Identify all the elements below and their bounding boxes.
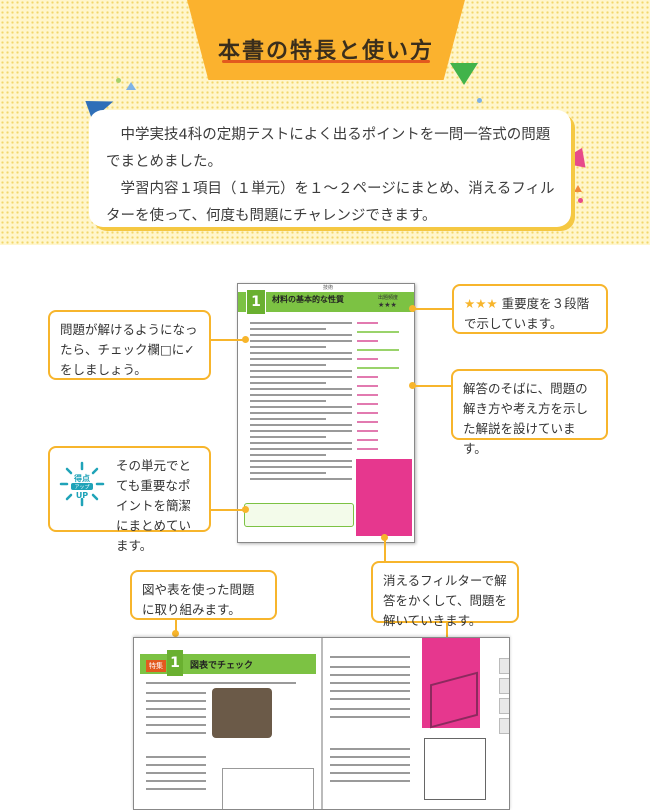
intro-card [89, 110, 571, 227]
callout-check: 問題が解けるようになったら、チェック欄□に✓をしましょう。 [48, 310, 211, 380]
decor-dot [477, 98, 482, 103]
callout-dot [381, 534, 388, 541]
intro-text: 中学実技4科の定期テストによく出るポイントを一問一答式の問題でまとめました。 学… [106, 122, 558, 230]
sample-page-header [238, 292, 414, 312]
badge-bottom: UP [76, 491, 88, 500]
callout-connector [446, 623, 448, 645]
callout-connector [413, 385, 451, 387]
title-underline [222, 60, 430, 63]
intro-line: 中学実技4科の定期テストによく出るポイントを一問一答式の問題でまとめました。 [106, 127, 551, 170]
sample-page-importance-label: 出題頻度 [378, 295, 399, 301]
callout-point-text: その単元でとても重要なポイントを簡潔にまとめています。 [116, 458, 192, 553]
decor-dot [116, 78, 121, 83]
callout-connector [175, 620, 177, 634]
title-ribbon [186, 0, 466, 80]
book-filter [422, 638, 480, 728]
callout-figure: 図や表を使った問題に取り組みます。 [130, 570, 277, 620]
book-figure-drawing [424, 738, 486, 800]
callout-importance: ★★★ 重要度を３段階で示しています。 [452, 284, 608, 334]
callout-connector [211, 339, 244, 341]
book-title: 図表でチェック [190, 661, 254, 671]
sample-page-number: 1 [246, 289, 266, 315]
badge-top: 得点 [73, 473, 90, 483]
sample-page: 1 材料の基本的な性質 技術 出題頻度 ★★★ [237, 283, 415, 543]
tokuten-up-icon: 得点 アップ UP [59, 461, 105, 507]
callout-connector [384, 537, 386, 561]
sample-page-stars: ★★★ [378, 301, 397, 309]
callout-figure-text: 図や表を使った問題に取り組みます。 [142, 582, 255, 617]
decor-triangle-small-blue [126, 82, 136, 90]
book-tag: 特集 [146, 660, 166, 672]
callout-connector [211, 509, 244, 511]
book-figure-table [222, 768, 314, 809]
callout-importance-text: 重要度を３段階で示しています。 [464, 296, 590, 331]
callout-connector [413, 308, 452, 310]
book-header [140, 654, 316, 674]
sample-page-title: 材料の基本的な性質 [272, 295, 344, 304]
callout-explanation-text: 解答のそばに、問題の解き方や考え方を示した解説を設けています。 [463, 381, 589, 456]
decor-dot [578, 198, 583, 203]
callout-dot [172, 630, 179, 637]
callout-filter: 消えるフィルターで解答をかくして、問題を解いていきます。 [371, 561, 519, 628]
callout-explanation: 解答のそばに、問題の解き方や考え方を示した解説を設けています。 [451, 369, 608, 456]
callout-check-text: 問題が解けるようになったら、チェック欄□に✓をしましょう。 [60, 322, 198, 377]
book-figure-wood [212, 688, 272, 738]
book-number: 1 [167, 650, 183, 676]
sample-page-point-box [244, 503, 354, 527]
decor-triangle-green [450, 63, 478, 85]
callout-dot [409, 305, 416, 312]
book-spine [321, 638, 323, 809]
star-icon: ★★★ [464, 296, 498, 311]
page-title: 本書の特長と使い方 [217, 39, 434, 64]
sample-page-section: 技術 [323, 285, 334, 291]
callout-dot [242, 506, 249, 513]
sample-page-answers [357, 322, 409, 457]
sample-page-questions [244, 322, 352, 484]
decor-triangle-small-orange [574, 185, 582, 192]
callout-dot [409, 382, 416, 389]
callout-point: その単元でとても重要なポイントを簡潔にまとめています。 [48, 446, 211, 553]
badge-mid: アップ [74, 485, 89, 491]
callout-filter-text: 消えるフィルターで解答をかくして、問題を解いていきます。 [383, 573, 508, 628]
sample-book-spread: 特集 1 図表でチェック [133, 637, 510, 810]
intro-line: 学習内容１項目（１単元）を１〜２ページにまとめ、消えるフィルターを使って、何度も… [106, 181, 555, 224]
sample-page-filter [356, 459, 412, 536]
callout-dot [242, 336, 249, 343]
